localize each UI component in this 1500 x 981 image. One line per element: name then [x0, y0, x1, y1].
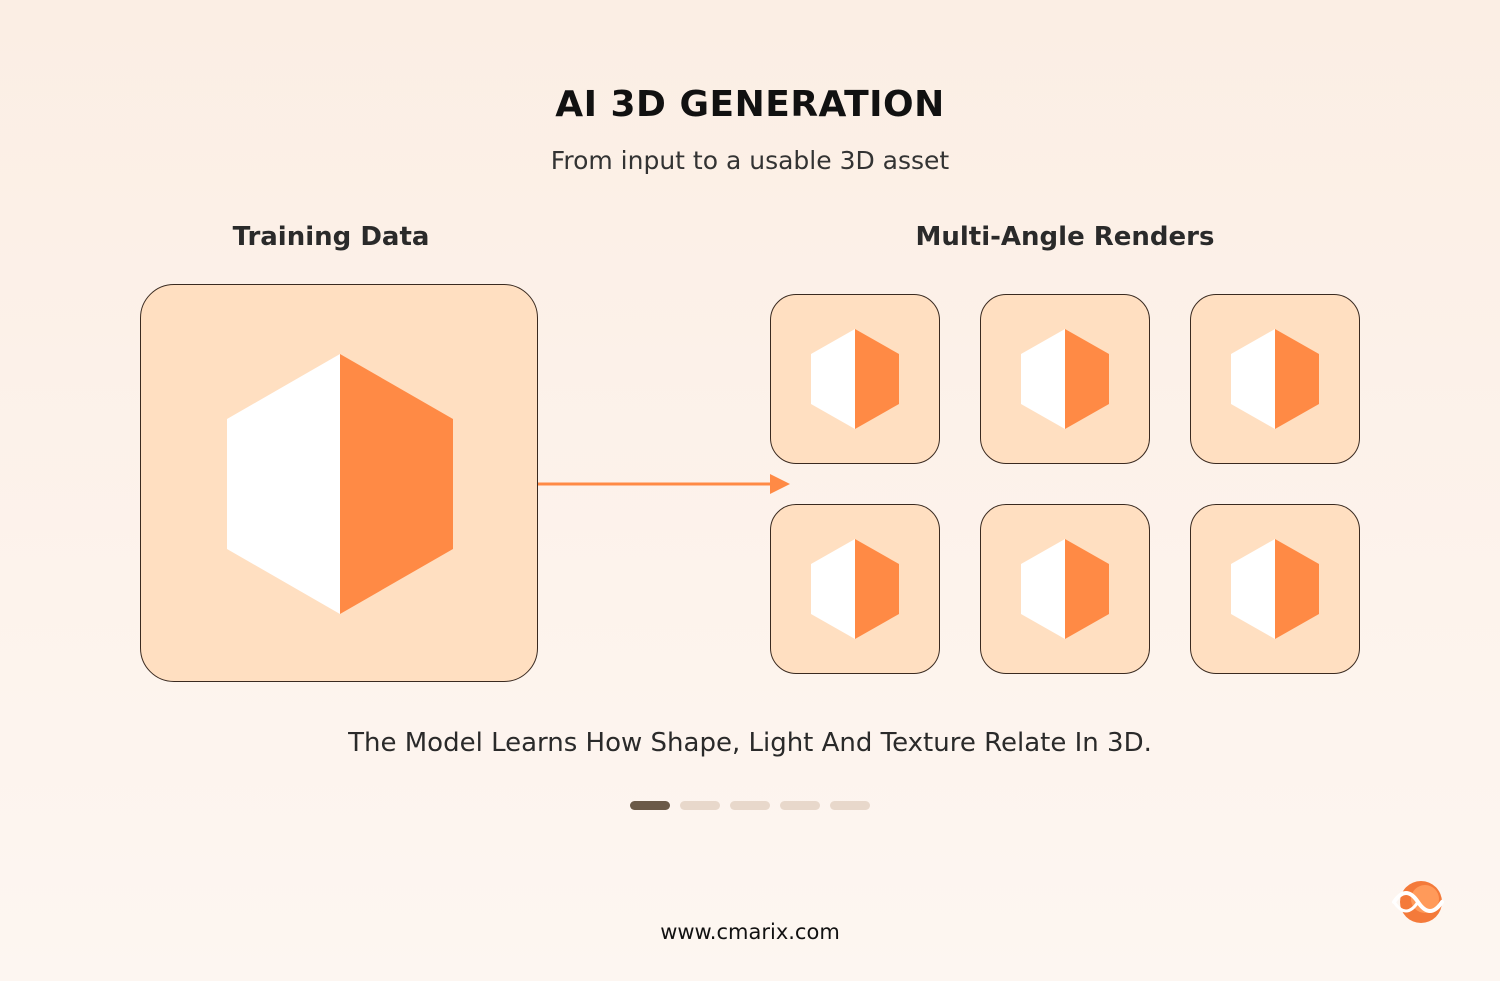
multi-angle-renders-label: Multi-Angle Renders [915, 222, 1215, 252]
pagination-dots [630, 801, 870, 810]
render-tile [1190, 294, 1360, 464]
hexagon-cube-icon [1021, 539, 1109, 639]
hexagon-cube-icon [1231, 329, 1319, 429]
pagination-dot-4[interactable] [780, 801, 820, 810]
training-data-panel [140, 284, 538, 682]
footer-url[interactable]: www.cmarix.com [660, 920, 840, 944]
hexagon-cube-icon [811, 329, 899, 429]
flow-arrow [538, 474, 790, 494]
hexagon-cube-icon [811, 539, 899, 639]
page-subtitle: From input to a usable 3D asset [550, 146, 950, 175]
render-tile [980, 294, 1150, 464]
cmarix-logo-icon [1392, 881, 1444, 923]
render-tile [1190, 504, 1360, 674]
hexagon-cube-icon [1231, 539, 1319, 639]
pagination-dot-2[interactable] [680, 801, 720, 810]
pagination-dot-3[interactable] [730, 801, 770, 810]
hexagon-cube-icon [227, 354, 453, 614]
page-title: AI 3D GENERATION [555, 84, 945, 125]
training-data-label: Training Data [232, 222, 430, 252]
pagination-dot-1[interactable] [630, 801, 670, 810]
render-tile [980, 504, 1150, 674]
render-tile [770, 504, 940, 674]
caption: The Model Learns How Shape, Light And Te… [348, 728, 1152, 758]
hexagon-cube-icon [1021, 329, 1109, 429]
render-tile [770, 294, 940, 464]
pagination-dot-5[interactable] [830, 801, 870, 810]
